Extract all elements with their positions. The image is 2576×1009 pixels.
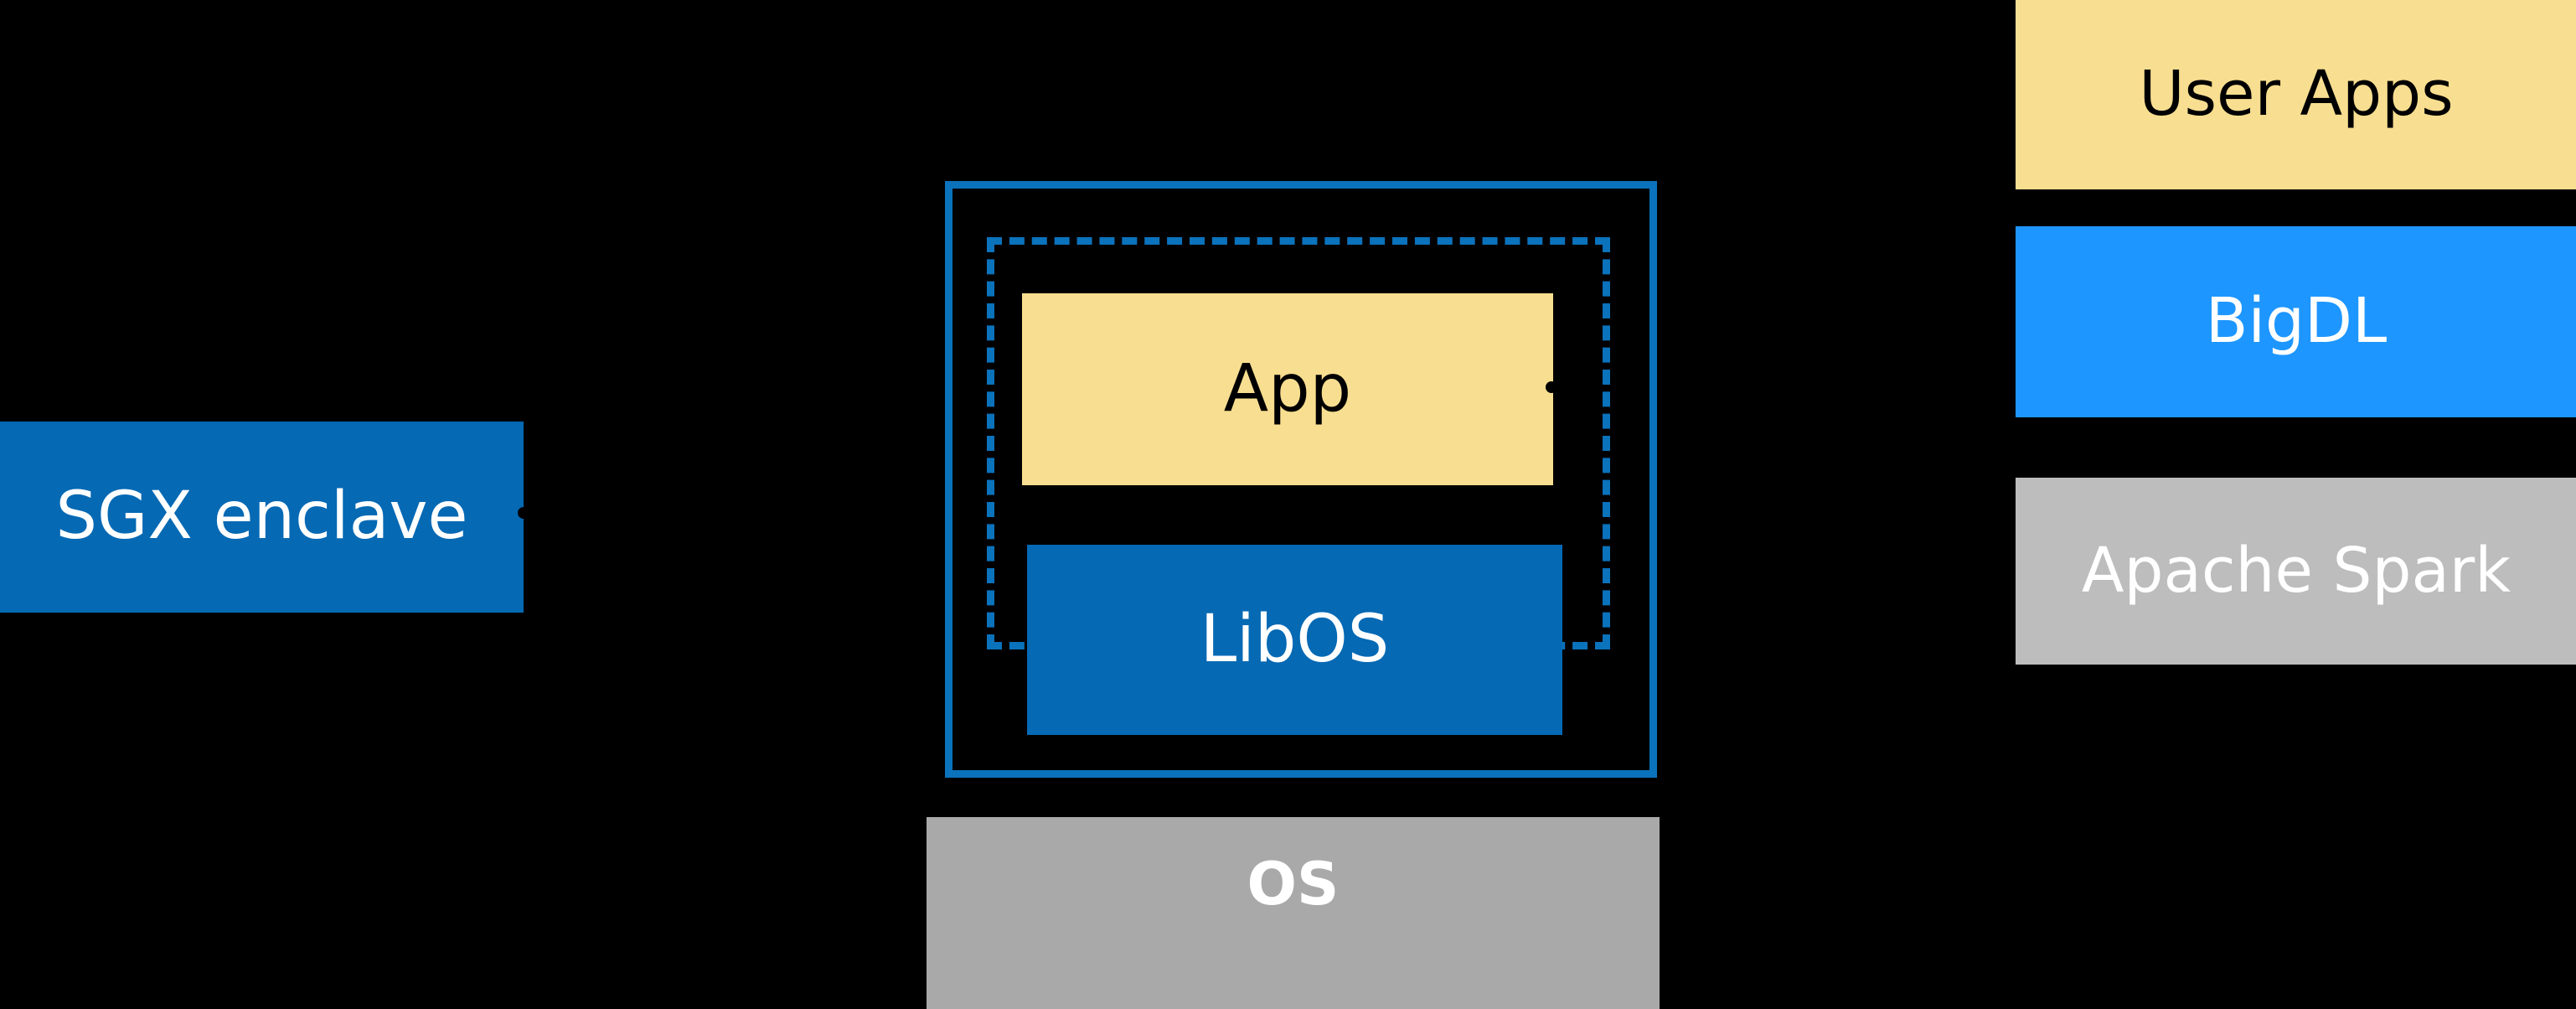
app-label: App (1223, 350, 1352, 427)
libos-box: LibOS (1027, 545, 1562, 735)
apache-spark-label: Apache Spark (2081, 534, 2511, 607)
sgx-enclave-box: SGX enclave (0, 422, 524, 613)
libos-label: LibOS (1200, 601, 1390, 677)
user-apps-box: User Apps (2016, 0, 2576, 189)
app-box: App (1022, 293, 1553, 485)
apache-spark-box: Apache Spark (2016, 478, 2576, 665)
os-box: OS (927, 817, 1660, 1009)
user-apps-label: User Apps (2139, 57, 2454, 130)
bigdl-box: BigDL (2016, 226, 2576, 417)
app-leader-endpoint-dot (1546, 381, 1557, 393)
sgx-leader-endpoint-dot (518, 507, 529, 519)
bigdl-label: BigDL (2205, 285, 2388, 358)
sgx-enclave-label: SGX enclave (55, 479, 468, 555)
enclave-solid-frame (945, 181, 1657, 778)
os-label: OS (1247, 850, 1340, 918)
